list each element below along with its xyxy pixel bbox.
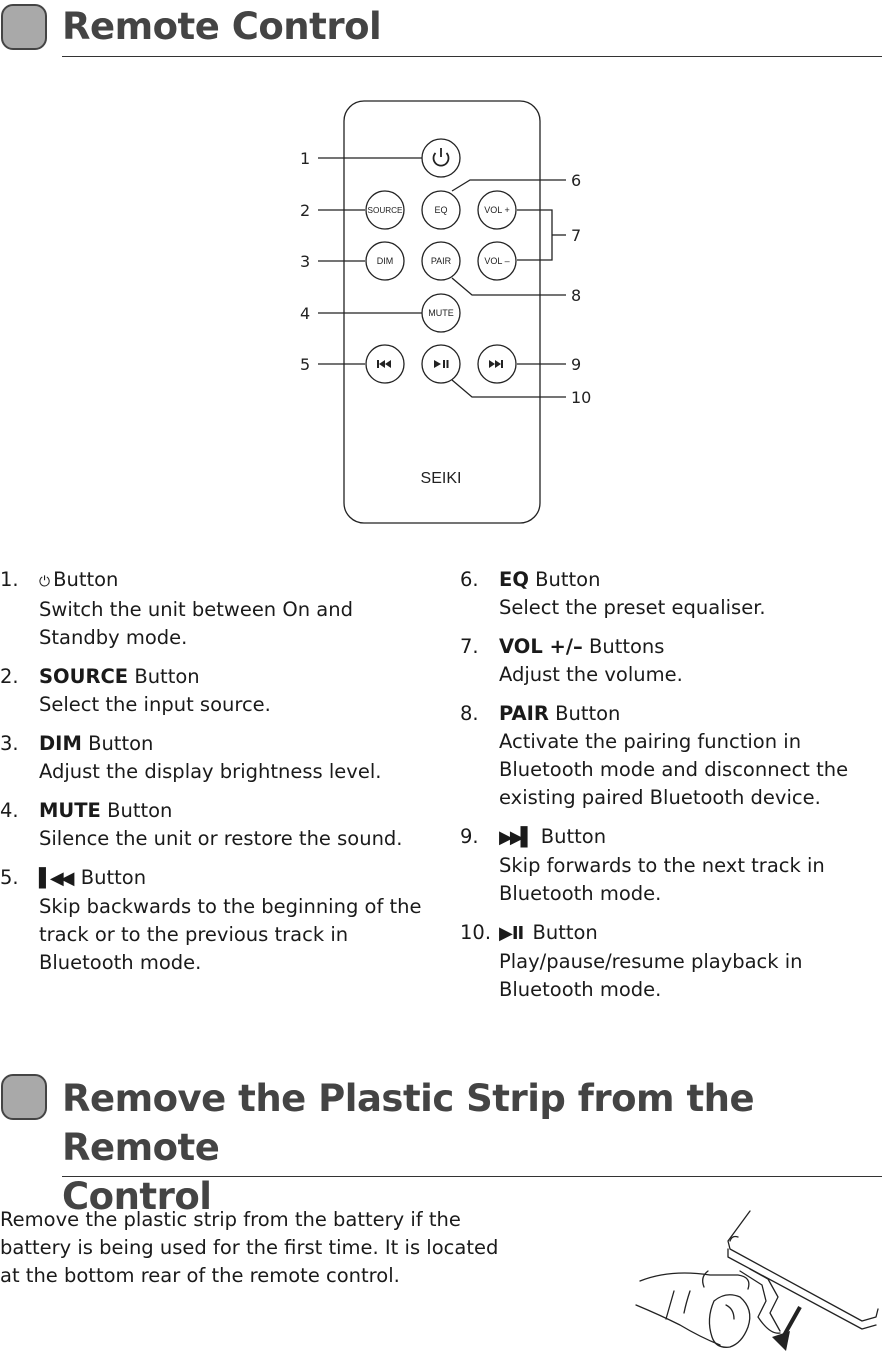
item-description: Adjust the volume. xyxy=(499,663,683,686)
callout-7: 7 xyxy=(571,226,581,245)
item-description: Play/pause/resume playback in Bluetooth … xyxy=(499,950,803,1001)
mute-label: MUTE xyxy=(428,308,454,318)
description-column-left: 1. ⏻Button Switch the unit between On an… xyxy=(0,566,430,988)
power-button xyxy=(421,138,461,178)
prev-icon xyxy=(377,360,391,368)
next-track-icon: ▶▶▌ xyxy=(499,827,534,848)
source-button xyxy=(365,190,405,230)
section-title-line2: Control xyxy=(62,1175,212,1218)
hand-pulling-strip-illustration xyxy=(635,1210,879,1351)
item-label: Button xyxy=(88,732,154,755)
play-pause-button xyxy=(421,344,461,384)
item-description: Skip forwards to the next track in Bluet… xyxy=(499,854,825,905)
item-description: Select the input source. xyxy=(39,693,271,716)
item-label: Button xyxy=(555,702,621,725)
item-label: Button xyxy=(134,665,200,688)
play-pause-icon: ▶II xyxy=(499,923,524,944)
description-item: 8. PAIR Button Activate the pairing func… xyxy=(460,700,882,812)
eq-button xyxy=(421,190,461,230)
item-name: SOURCE xyxy=(39,665,129,688)
item-number: 6. xyxy=(460,568,479,591)
vol-up-label: VOL + xyxy=(484,205,509,215)
item-name: DIM xyxy=(39,732,82,755)
callout-6: 6 xyxy=(571,171,581,190)
vol-up-button xyxy=(477,190,517,230)
callout-9: 9 xyxy=(571,355,581,374)
description-item: 2. SOURCE Button Select the input source… xyxy=(0,663,430,719)
item-description: Select the preset equaliser. xyxy=(499,596,766,619)
item-label: Button xyxy=(535,568,601,591)
item-name: EQ xyxy=(499,568,529,591)
item-description: Adjust the display brightness level. xyxy=(39,760,382,783)
item-number: 10. xyxy=(460,921,492,944)
item-name: PAIR xyxy=(499,702,549,725)
item-number: 3. xyxy=(0,732,19,755)
next-icon xyxy=(489,360,503,368)
item-label: Button xyxy=(53,568,119,591)
item-label: Buttons xyxy=(588,635,665,658)
play-pause-icon xyxy=(434,360,449,368)
description-item: 7. VOL +/– Buttons Adjust the volume. xyxy=(460,633,882,689)
remote-body xyxy=(343,100,541,524)
item-description: Activate the pairing function in Bluetoo… xyxy=(499,730,849,809)
item-number: 8. xyxy=(460,702,479,725)
dim-label: DIM xyxy=(377,256,394,266)
item-number: 4. xyxy=(0,799,19,822)
power-icon xyxy=(432,148,450,167)
next-button xyxy=(477,344,517,384)
title-rule xyxy=(62,56,882,57)
item-label: Button xyxy=(80,866,147,889)
callout-4: 4 xyxy=(300,304,310,323)
pair-label: PAIR xyxy=(431,256,452,266)
description-item: 5. ▌◀◀ Button Skip backwards to the begi… xyxy=(0,864,430,977)
callout-5: 5 xyxy=(300,355,310,374)
item-number: 1. xyxy=(0,568,19,591)
vol-down-label: VOL – xyxy=(484,256,509,266)
description-item: 9. ▶▶▌ Button Skip forwards to the next … xyxy=(460,823,882,908)
description-item: 3. DIM Button Adjust the display brightn… xyxy=(0,730,430,786)
item-number: 7. xyxy=(460,635,479,658)
vol-down-button xyxy=(477,241,517,281)
description-item: 10. ▶II Button Play/pause/resume playbac… xyxy=(460,919,882,1004)
item-number: 9. xyxy=(460,825,479,848)
item-label: Button xyxy=(107,799,173,822)
callout-2: 2 xyxy=(300,201,310,220)
callout-3: 3 xyxy=(300,252,310,271)
item-label: Button xyxy=(532,921,598,944)
item-description: Silence the unit or restore the sound. xyxy=(39,827,403,850)
dim-button xyxy=(365,241,405,281)
power-icon: ⏻ xyxy=(39,574,51,590)
section-icon xyxy=(1,1074,47,1120)
item-label: Button xyxy=(540,825,607,848)
item-description: Skip backwards to the beginning of the t… xyxy=(39,895,422,974)
brand-logo: SEIKI xyxy=(421,470,462,487)
callout-8: 8 xyxy=(571,286,581,305)
callout-10: 10 xyxy=(571,388,591,407)
item-description: Switch the unit between On and Standby m… xyxy=(39,598,353,649)
pair-button xyxy=(421,241,461,281)
section-title-line1: Remove the Plastic Strip from the Remote xyxy=(62,1077,755,1169)
section-title: Remove the Plastic Strip from the Remote… xyxy=(62,1074,882,1221)
section-icon xyxy=(1,4,47,50)
description-column-right: 6. EQ Button Select the preset equaliser… xyxy=(460,566,882,1015)
description-item: 4. MUTE Button Silence the unit or resto… xyxy=(0,797,430,853)
section-title: Remote Control xyxy=(62,5,382,48)
callout-1: 1 xyxy=(300,149,310,168)
title-rule xyxy=(62,1176,882,1177)
item-name: MUTE xyxy=(39,799,101,822)
source-label: SOURCE xyxy=(367,206,403,215)
prev-button xyxy=(365,344,405,384)
strip-instructions: Remove the plastic strip from the batter… xyxy=(0,1208,499,1287)
remote-diagram: SOURCE EQ VOL + DIM PAIR VOL – MUTE SEIK… xyxy=(300,100,591,524)
item-number: 2. xyxy=(0,665,19,688)
mute-button xyxy=(421,293,461,333)
prev-track-icon: ▌◀◀ xyxy=(39,868,74,889)
description-item: 6. EQ Button Select the preset equaliser… xyxy=(460,566,882,622)
item-name: VOL +/– xyxy=(499,635,583,658)
description-item: 1. ⏻Button Switch the unit between On an… xyxy=(0,566,430,652)
item-number: 5. xyxy=(0,866,19,889)
pull-arrow-icon xyxy=(772,1306,802,1351)
eq-label: EQ xyxy=(434,205,447,215)
